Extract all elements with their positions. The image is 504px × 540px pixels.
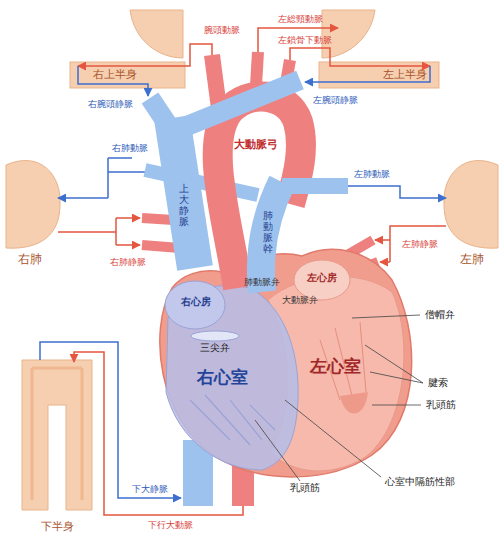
vessel-label: 大動脈弓	[234, 139, 278, 152]
structure-label: 乳頭筋	[426, 399, 456, 411]
vessel-label: 左総頸動脈	[278, 14, 323, 24]
vein-flow-line	[348, 186, 446, 198]
left-atrium	[294, 260, 350, 300]
lung-shape	[6, 161, 60, 249]
superior-vena-cava	[172, 118, 195, 268]
artery-flow-line	[116, 244, 140, 246]
vessel-label: 下行大動脈	[148, 520, 193, 530]
pulmonary-trunk	[261, 182, 282, 292]
pulmonary-artery	[282, 178, 348, 194]
artery-flow-line	[375, 239, 390, 241]
vein-flow-line	[78, 66, 148, 96]
artery-flow-line	[116, 217, 140, 219]
vessel-label: 左肺静脈	[402, 239, 438, 249]
artery-flow-line	[58, 218, 116, 245]
region-label: 左上半身	[383, 69, 427, 82]
artery-flow-line	[290, 48, 430, 66]
leader-line	[255, 420, 300, 481]
leader-line	[285, 400, 381, 477]
vessel-label: 下大静脈	[132, 484, 168, 494]
upper-body-shape	[130, 10, 183, 58]
vessel-label: 腕頭動脈	[204, 25, 240, 35]
right-atrium	[165, 281, 225, 329]
vein-flow-line	[108, 158, 145, 198]
vessel-label: 右肺静脈	[110, 257, 146, 267]
region-label: 左肺	[460, 253, 484, 267]
leader-line	[352, 315, 420, 318]
valve-label: 三尖弁	[200, 342, 230, 354]
vessel-label: 右肺動脈	[112, 143, 148, 153]
region-label: 下半身	[41, 521, 74, 534]
artery-flow-line	[380, 261, 390, 263]
vessel-label: 左肺動脈	[354, 169, 390, 179]
vessel-label: 左腕頭静脈	[313, 95, 358, 105]
structure-label: 腱索	[428, 377, 448, 389]
structure-label: 乳頭筋	[290, 482, 320, 494]
vessel-label: 肺動脈幹	[263, 210, 273, 254]
region-label: 右肺	[18, 253, 42, 267]
papillary-muscle	[340, 392, 368, 414]
heart-body	[160, 249, 412, 477]
valve-label: 肺動脈弁	[244, 277, 280, 287]
structure-label: 僧帽弁	[425, 309, 455, 321]
pulmonary-artery	[145, 170, 258, 195]
chamber-label: 左心房	[307, 272, 337, 284]
vein-flow-line	[305, 66, 430, 82]
region-label: 右上半身	[93, 69, 137, 82]
tricuspid-valve	[191, 331, 239, 341]
structure-label: 心室中隔筋性部	[385, 476, 455, 488]
vessel-label: 右腕頭静脈	[88, 99, 133, 109]
lung-shape	[444, 161, 498, 249]
vein-flow-line	[40, 342, 181, 498]
valve-label: 大動脈弁	[282, 295, 318, 305]
artery-flow-line	[78, 44, 212, 66]
lower-body-shape	[22, 360, 92, 510]
vessel-label: 左鎖骨下動脈	[278, 35, 332, 45]
vessel-label: 上大静脈	[179, 183, 189, 227]
trabeculae	[190, 395, 275, 445]
lower-body-vessel	[32, 368, 82, 500]
vein-flow-line	[58, 197, 108, 199]
leader-line	[372, 405, 421, 406]
chamber-label: 右心房	[181, 296, 211, 308]
chamber-label: 左心室	[310, 357, 361, 377]
chamber-label: 右心室	[197, 368, 248, 388]
brachiocephalic-vein	[182, 80, 300, 128]
leader-line	[365, 345, 423, 383]
brachiocephalic-vein	[150, 98, 170, 128]
artery-flow-line	[390, 226, 446, 262]
